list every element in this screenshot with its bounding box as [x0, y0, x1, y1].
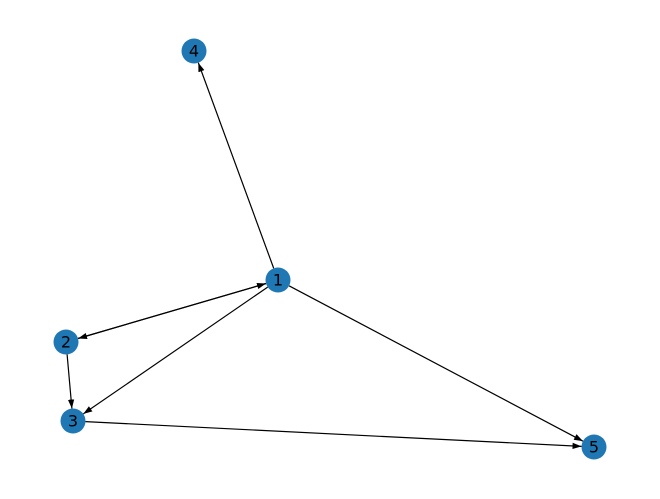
node-circle [53, 329, 79, 355]
edge-2-to-3 [66, 354, 75, 409]
node-4: 4 [181, 38, 207, 64]
edge-2-to-1 [77, 282, 267, 340]
node-1: 1 [265, 267, 291, 293]
edge-1-to-4 [197, 62, 275, 269]
node-label: 1 [273, 271, 283, 290]
node-3: 3 [60, 408, 86, 434]
node-label: 3 [68, 412, 78, 431]
node-label: 4 [189, 42, 199, 61]
edge-1-to-5 [288, 285, 584, 442]
node-circle [60, 408, 86, 434]
edge-3-to-5 [85, 421, 582, 450]
node-circle [581, 434, 607, 460]
node-circle [181, 38, 207, 64]
node-5: 5 [581, 434, 607, 460]
edge-1-to-3 [82, 286, 269, 415]
node-label: 5 [589, 438, 599, 457]
node-label: 2 [61, 333, 71, 352]
node-circle [265, 267, 291, 293]
node-2: 2 [53, 329, 79, 355]
